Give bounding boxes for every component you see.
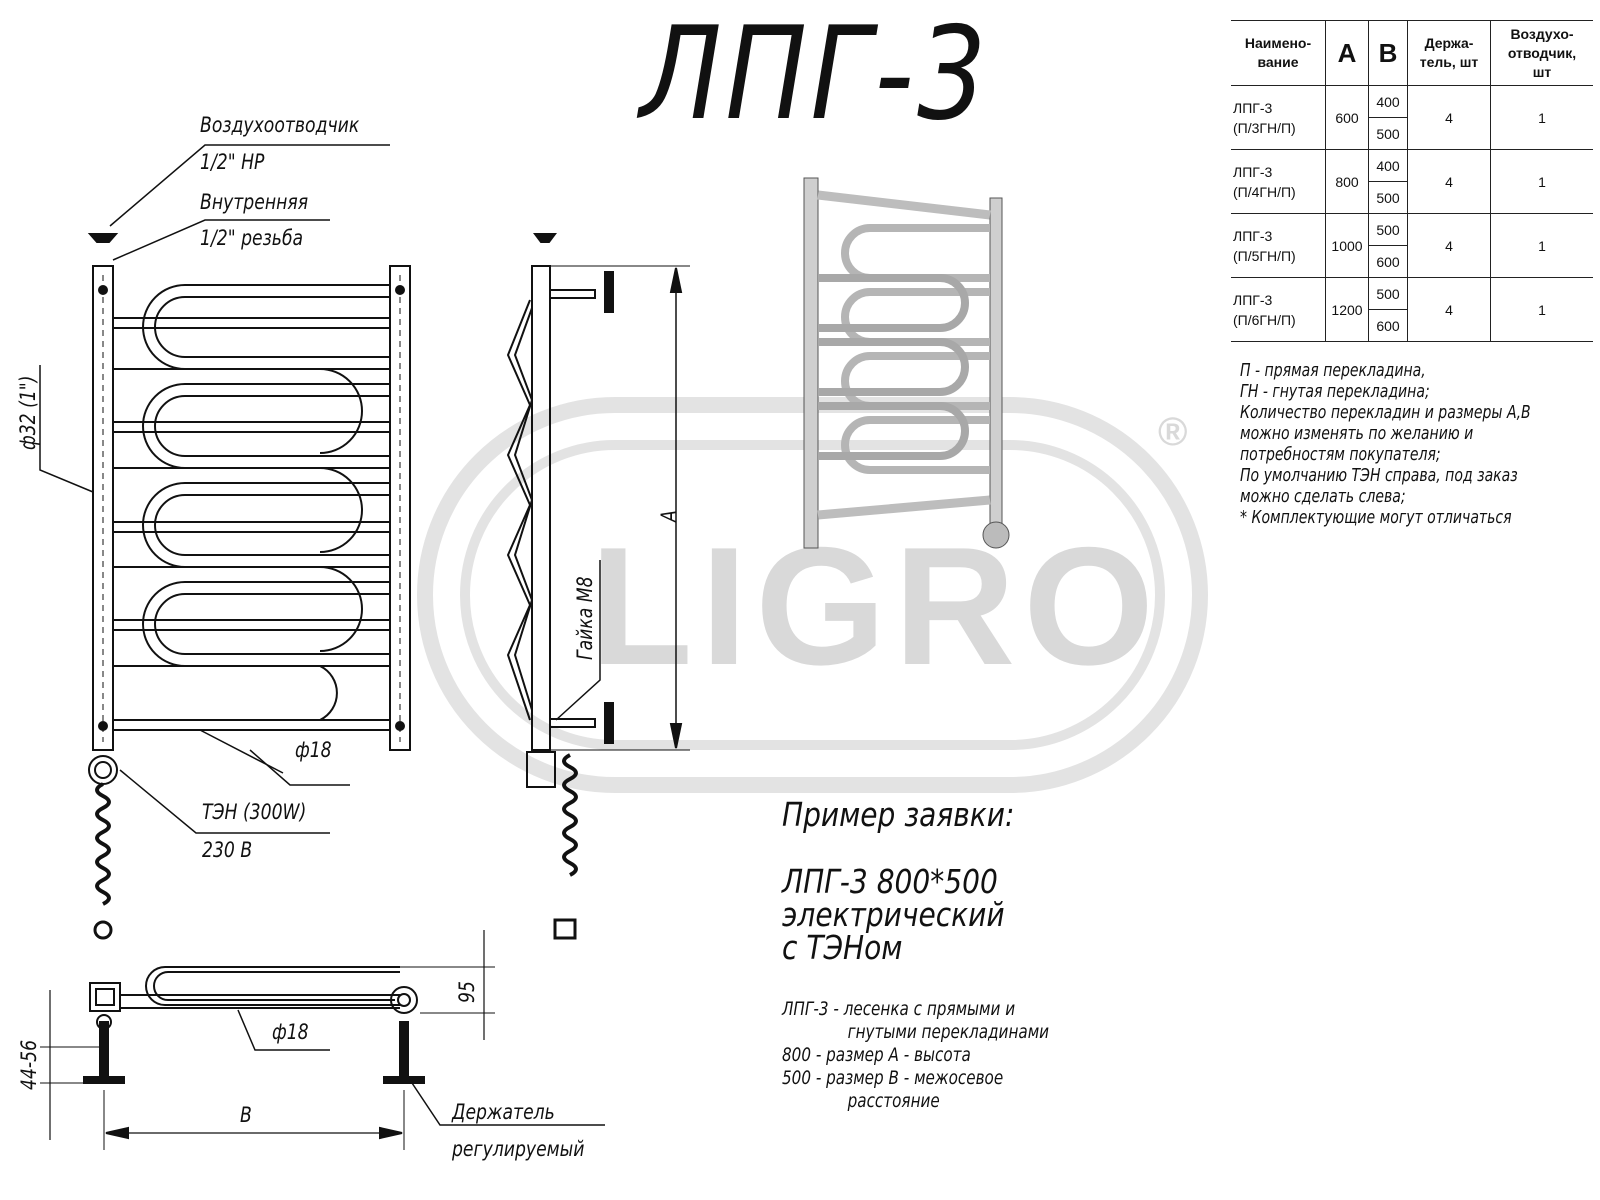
- note-line: П - прямая перекладина,: [1240, 360, 1426, 381]
- header-holders: Держа- тель, шт: [1407, 20, 1491, 86]
- row-name: ЛПГ-3 (П/5ГН/П): [1231, 213, 1326, 278]
- front-view: [39, 144, 411, 940]
- spec-table: Наимено- вание А В Держа- тель, шт Возду…: [1231, 20, 1593, 342]
- header-b: В: [1368, 20, 1408, 86]
- order-heading: Пример заявки:: [782, 795, 1015, 834]
- watermark-logo: LIGRO: [590, 512, 1162, 700]
- holder-range-label: 44-56: [17, 1039, 41, 1090]
- product-photo: [803, 177, 1010, 549]
- header-a: А: [1325, 20, 1369, 86]
- order-example: ЛПГ-3 800*500 электрический с ТЭНом: [782, 865, 1005, 964]
- product-title: ЛПГ-3: [640, 0, 990, 149]
- side-view: [506, 233, 690, 940]
- row-name: ЛПГ-3 (П/6ГН/П): [1231, 277, 1326, 342]
- note-line: * Комплектующие могут отличаться: [1240, 507, 1512, 528]
- note-line: можно сделать слева;: [1240, 486, 1406, 507]
- legend-line: 800 - размер А - высота: [782, 1044, 971, 1066]
- table-row: 600: [1231, 245, 1593, 278]
- row-vents: 1: [1490, 149, 1593, 214]
- note-line: можно изменять по желанию и: [1240, 423, 1474, 444]
- order-line: с ТЭНом: [782, 928, 903, 967]
- row-name: ЛПГ-3 (П/3ГН/П): [1231, 85, 1326, 150]
- row-b: 500: [1368, 277, 1408, 310]
- table-row: 500: [1231, 181, 1593, 214]
- row-a: 600: [1325, 85, 1369, 150]
- dimension-b-label: В: [240, 1103, 252, 1127]
- air-vent-label: Воздухоотводчик: [200, 113, 360, 137]
- row-b: 600: [1368, 309, 1408, 342]
- holder-label: Держатель: [452, 1100, 555, 1124]
- bottom-rung-diameter-label: ф18: [272, 1020, 309, 1044]
- row-b: 500: [1368, 213, 1408, 246]
- top-view: [40, 930, 605, 1150]
- row-holders: 4: [1407, 277, 1491, 342]
- row-b: 600: [1368, 245, 1408, 278]
- inner-label: Внутренняя: [200, 190, 309, 214]
- table-header-row: Наимено- вание А В Держа- тель, шт Возду…: [1231, 20, 1593, 86]
- row-b: 400: [1368, 149, 1408, 182]
- notes-block: П - прямая перекладина, ГН - гнутая пере…: [1240, 360, 1531, 528]
- row-holders: 4: [1407, 85, 1491, 150]
- row-b: 500: [1368, 117, 1408, 150]
- row-a: 1200: [1325, 277, 1369, 342]
- row-vents: 1: [1490, 277, 1593, 342]
- note-line: По умолчанию ТЭН справа, под заказ: [1240, 465, 1518, 486]
- table-row: ЛПГ-3 (П/6ГН/П) 1200 500 4 1: [1231, 277, 1593, 342]
- registered-mark: ®: [1158, 410, 1188, 454]
- header-name: Наимено- вание: [1231, 20, 1326, 86]
- legend-line: расстояние: [847, 1090, 940, 1112]
- legend-line: 500 - размер В - межосевое: [782, 1067, 1004, 1089]
- heater-label: ТЭН (300W): [202, 800, 307, 824]
- pipe-diameter-label: ф32 (1"): [16, 375, 40, 450]
- depth-label: 95: [455, 981, 479, 1003]
- table-row: ЛПГ-3 (П/3ГН/П) 600 400 4 1: [1231, 85, 1593, 150]
- row-vents: 1: [1490, 85, 1593, 150]
- row-a: 1000: [1325, 213, 1369, 278]
- order-line: электрический: [782, 895, 1005, 934]
- row-holders: 4: [1407, 149, 1491, 214]
- note-line: ГН - гнутая перекладина;: [1240, 381, 1430, 402]
- row-b: 500: [1368, 181, 1408, 214]
- table-row: 600: [1231, 309, 1593, 342]
- inner-thread-label: 1/2" резьба: [200, 226, 304, 250]
- row-a: 800: [1325, 149, 1369, 214]
- holder-label-2: регулируемый: [452, 1137, 585, 1161]
- legend-block: ЛПГ-3 - лесенка с прямыми и гнутыми пере…: [782, 998, 1049, 1113]
- row-b: 400: [1368, 85, 1408, 118]
- legend-line: ЛПГ-3 - лесенка с прямыми и: [782, 998, 1016, 1020]
- table-row: ЛПГ-3 (П/4ГН/П) 800 400 4 1: [1231, 149, 1593, 214]
- order-line: ЛПГ-3 800*500: [782, 862, 998, 901]
- row-vents: 1: [1490, 213, 1593, 278]
- dimension-a-label: А: [657, 510, 681, 522]
- nut-label: Гайка М8: [573, 576, 597, 660]
- table-row: ЛПГ-3 (П/5ГН/П) 1000 500 4 1: [1231, 213, 1593, 278]
- air-vent-thread-label: 1/2" НР: [200, 150, 265, 174]
- row-name: ЛПГ-3 (П/4ГН/П): [1231, 149, 1326, 214]
- voltage-label: 230 В: [202, 838, 253, 862]
- note-line: потребностям покупателя;: [1240, 444, 1441, 465]
- header-vents: Воздухо- отводчик, шт: [1490, 20, 1593, 86]
- table-row: 500: [1231, 117, 1593, 150]
- rung-diameter-label: ф18: [295, 738, 332, 762]
- note-line: Количество перекладин и размеры А,В: [1240, 402, 1531, 423]
- row-holders: 4: [1407, 213, 1491, 278]
- legend-line: гнутыми перекладинами: [847, 1021, 1050, 1043]
